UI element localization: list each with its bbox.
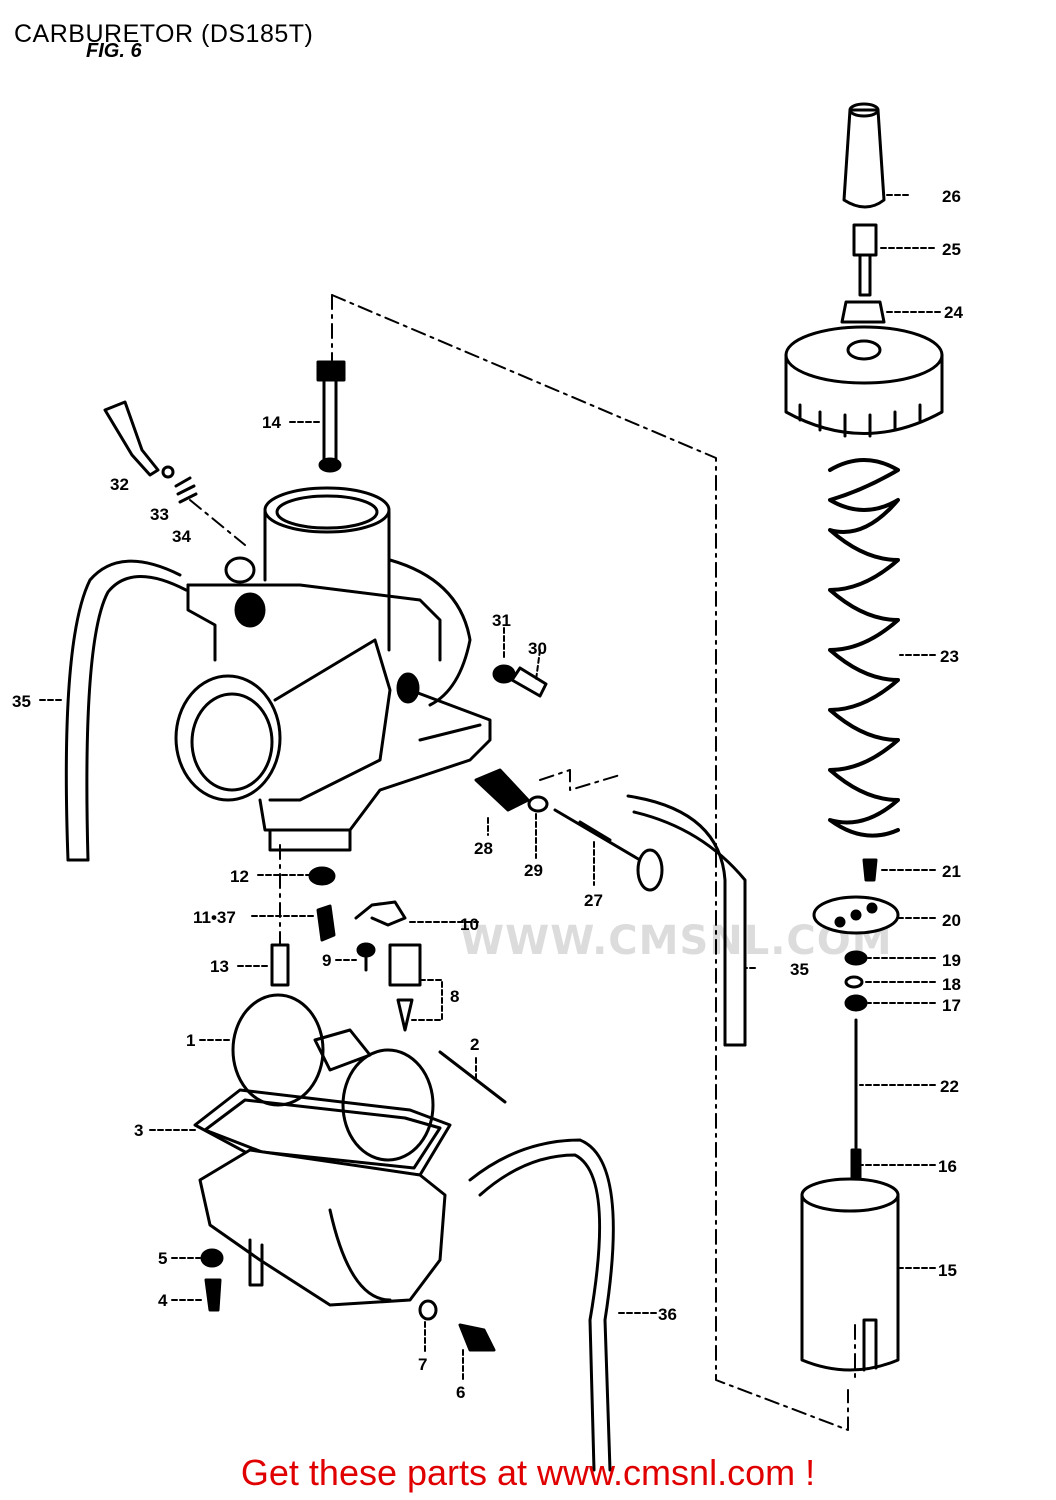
float-pin-washer <box>308 866 336 886</box>
callout-33: 33 <box>150 505 169 524</box>
callout-8: 8 <box>450 987 459 1006</box>
callout-14: 14 <box>262 413 281 432</box>
callout-36: 36 <box>658 1305 677 1324</box>
callout-24: 24 <box>944 303 963 322</box>
alignment-lines <box>189 294 856 1431</box>
float-chamber <box>198 1148 447 1307</box>
callout-26: 26 <box>942 187 961 206</box>
throttle-cap-rubber <box>842 102 886 209</box>
starter-plunger <box>474 768 664 892</box>
callout-25: 25 <box>942 240 961 259</box>
throttle-valve <box>800 1177 900 1372</box>
get-parts-link[interactable]: Get these parts at www.cmsnl.com ! <box>240 1452 816 1493</box>
callout-16: 16 <box>938 1157 957 1176</box>
callout-35-right: 35 <box>790 960 809 979</box>
callout-22: 22 <box>940 1077 959 1096</box>
screw-9 <box>356 942 376 972</box>
mixing-chamber-top <box>784 325 944 438</box>
throttle-stop-screw <box>492 664 548 698</box>
clip-screw <box>862 858 878 882</box>
float-pin <box>438 1050 507 1104</box>
idle-screw <box>103 400 160 477</box>
callout-32: 32 <box>110 475 129 494</box>
callout-19: 19 <box>942 951 961 970</box>
callout-28: 28 <box>474 839 493 858</box>
callout-18: 18 <box>942 975 961 994</box>
needle-washers <box>844 950 868 1012</box>
throttle-valve-spring <box>828 458 900 838</box>
callout-23: 23 <box>940 647 959 666</box>
callout-30: 30 <box>528 639 547 658</box>
callout-17: 17 <box>942 996 961 1015</box>
float-arm <box>354 900 407 927</box>
callout-34: 34 <box>172 527 191 546</box>
callout-3: 3 <box>134 1121 143 1140</box>
figure-number: FIG. 6 <box>86 40 142 62</box>
callout-5: 5 <box>158 1249 167 1268</box>
callout-20: 20 <box>942 911 961 930</box>
drain-hose <box>468 1138 615 1472</box>
callout-2: 2 <box>470 1035 479 1054</box>
callout-6: 6 <box>456 1383 465 1402</box>
jet-needle <box>850 1018 862 1187</box>
needle-valve <box>388 943 422 1032</box>
pilot-jet <box>270 943 290 987</box>
needle-retaining-plate <box>812 895 900 935</box>
callout-7: 7 <box>418 1355 427 1374</box>
callout-labels: 26 25 24 23 21 20 19 18 17 22 16 15 14 3… <box>12 187 963 1402</box>
callout-35-left: 35 <box>12 692 31 711</box>
callout-4: 4 <box>158 1291 168 1310</box>
carburetor-body <box>174 486 492 852</box>
main-jet <box>316 904 336 942</box>
callout-29: 29 <box>524 861 543 880</box>
overflow-hose-left <box>64 559 188 862</box>
floats <box>231 993 435 1162</box>
callout-11-37: 11•37 <box>193 908 236 927</box>
leader-lines <box>39 194 941 1383</box>
callout-13: 13 <box>210 957 229 976</box>
callout-21: 21 <box>942 862 961 881</box>
lock-nut <box>840 300 886 324</box>
callout-9: 9 <box>322 951 331 970</box>
cable-adjuster <box>852 223 878 297</box>
callout-10: 10 <box>460 915 479 934</box>
drain-plug-parts <box>200 1248 496 1352</box>
callout-1: 1 <box>186 1031 195 1050</box>
callout-27: 27 <box>584 891 603 910</box>
pilot-air-screw-top <box>316 360 346 473</box>
idle-spring-washer <box>161 465 198 504</box>
callout-31: 31 <box>492 611 511 630</box>
diagram-title: CARBURETOR (DS185T) <box>14 20 314 48</box>
callout-15: 15 <box>938 1261 957 1280</box>
callout-12: 12 <box>230 867 249 886</box>
overflow-hose-right <box>626 794 747 1047</box>
